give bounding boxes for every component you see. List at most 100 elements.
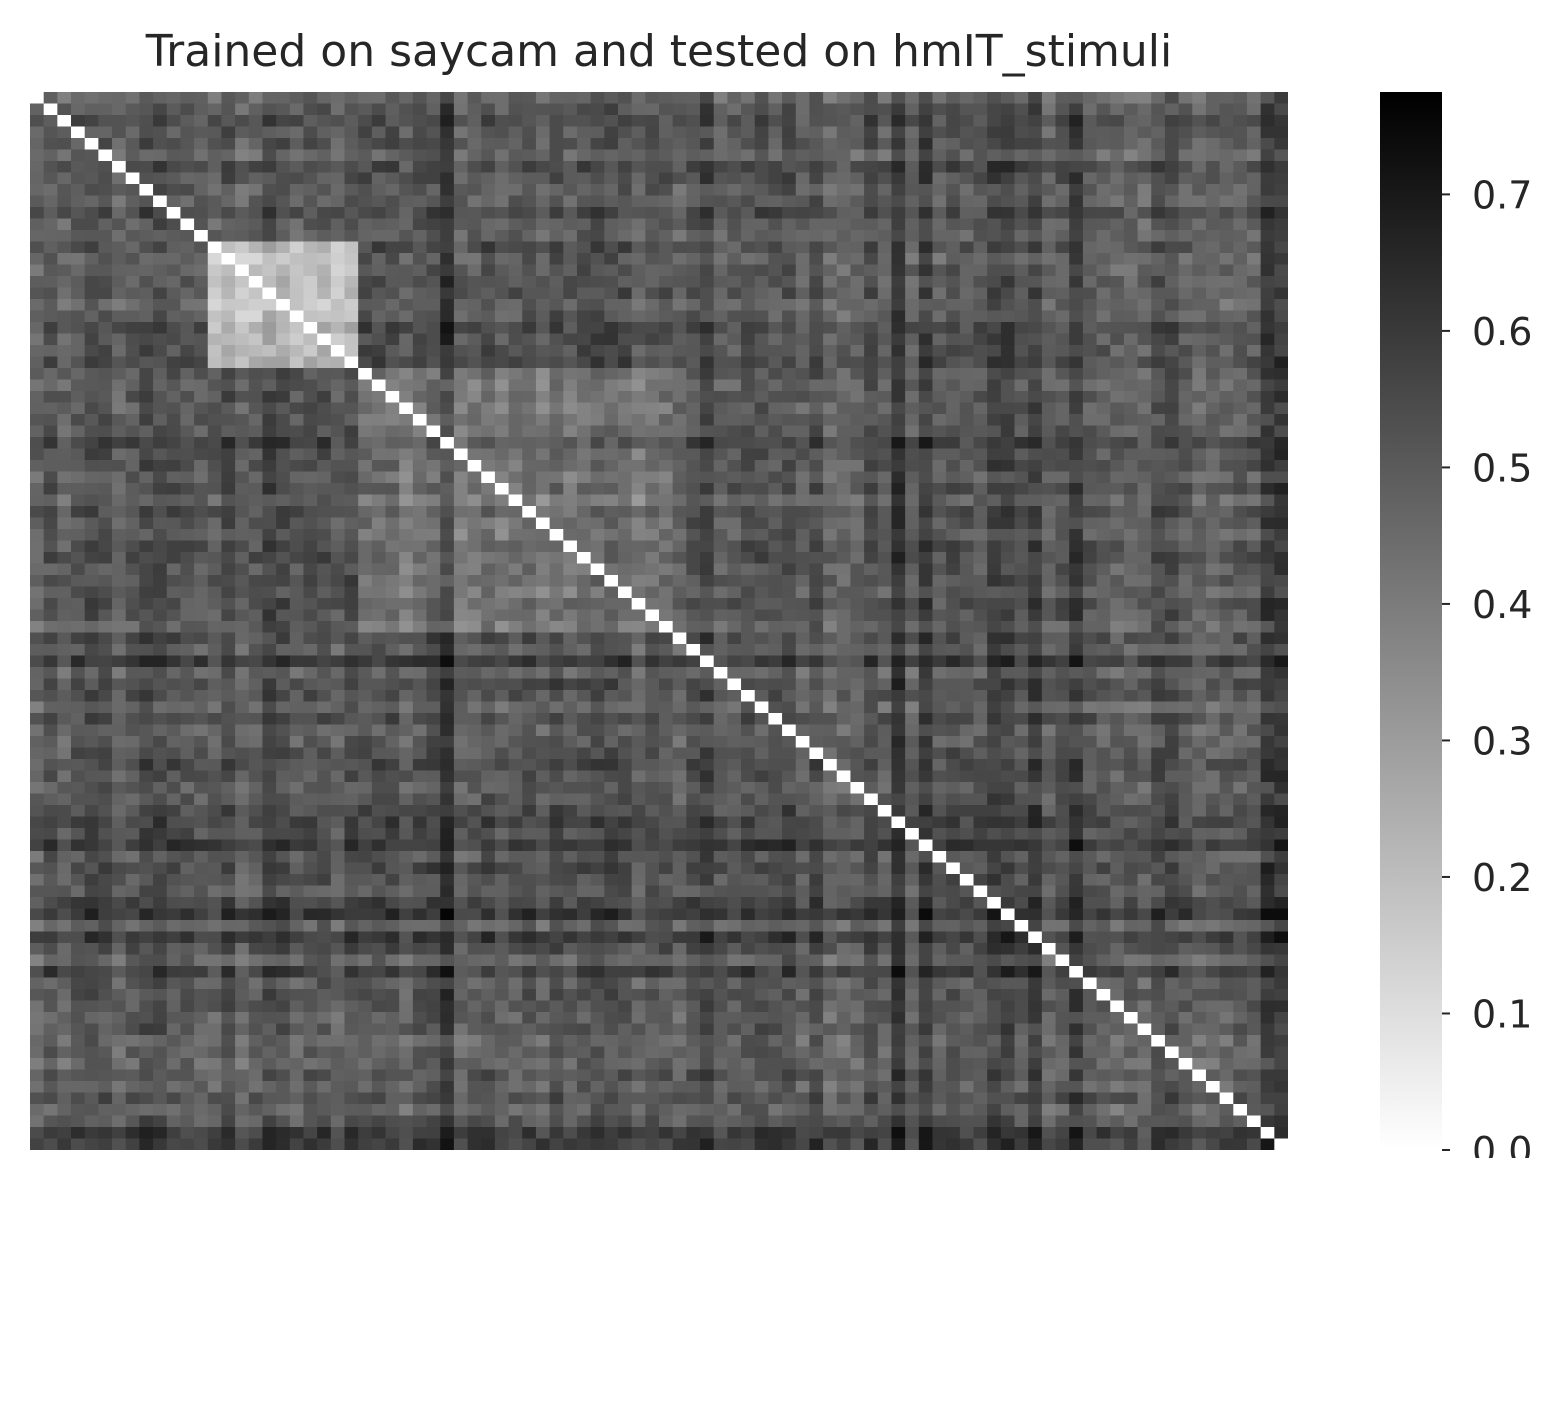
heatmap-cell [877, 149, 893, 162]
heatmap-cell [358, 494, 373, 507]
heatmap-cell [57, 471, 72, 484]
heatmap-cell [823, 149, 838, 162]
heatmap-cell [905, 598, 920, 611]
heatmap-cell [98, 678, 113, 691]
heatmap-cell [1178, 552, 1193, 565]
heatmap-cell [672, 655, 687, 668]
heatmap-cell [71, 103, 86, 116]
heatmap-cell [1178, 644, 1193, 657]
heatmap-cell [453, 529, 469, 542]
heatmap-cell [1233, 575, 1248, 588]
heatmap-cell [1028, 287, 1043, 300]
heatmap-cell [1178, 184, 1193, 197]
heatmap-cell [1041, 310, 1057, 323]
heatmap-cell [1096, 379, 1111, 392]
heatmap-cell [1151, 425, 1166, 438]
heatmap-cell [1014, 149, 1029, 162]
heatmap-cell [1274, 471, 1288, 484]
heatmap-cell [1041, 322, 1057, 335]
heatmap-cell [317, 115, 332, 128]
heatmap-cell [700, 678, 715, 691]
heatmap-cell [276, 218, 291, 231]
heatmap-cell [1014, 207, 1029, 220]
heatmap-cell [1260, 621, 1275, 634]
heatmap-cell [57, 379, 72, 392]
heatmap-cell [686, 701, 701, 714]
heatmap-cell [371, 609, 387, 622]
heatmap-cell [563, 218, 578, 231]
heatmap-cell [946, 690, 961, 703]
heatmap-cell [412, 690, 428, 703]
heatmap-cell [453, 149, 469, 162]
heatmap-cell [1151, 621, 1166, 634]
heatmap-cell [918, 391, 934, 404]
heatmap-cell [30, 149, 45, 162]
heatmap-cell [262, 230, 277, 243]
heatmap-cell [371, 529, 387, 542]
heatmap-cell [494, 667, 510, 680]
heatmap-cell [932, 345, 947, 358]
heatmap-cell [604, 391, 619, 404]
heatmap-cell [563, 299, 578, 312]
heatmap-cell [1137, 471, 1152, 484]
heatmap-cell [959, 402, 975, 415]
heatmap-cell [139, 621, 154, 634]
heatmap-cell [617, 414, 633, 427]
heatmap-cell [194, 241, 209, 254]
heatmap-cell [617, 103, 633, 116]
heatmap-cell [71, 598, 86, 611]
heatmap-cell [139, 690, 154, 703]
heatmap-cell [385, 529, 400, 542]
heatmap-cell [84, 552, 99, 565]
heatmap-cell [891, 506, 906, 519]
heatmap-cell [604, 126, 619, 139]
heatmap-cell [768, 195, 783, 208]
heatmap-cell [276, 655, 291, 668]
heatmap-cell [713, 138, 728, 151]
heatmap-cell [905, 333, 920, 346]
heatmap-cell [30, 322, 45, 335]
heatmap-cell [672, 437, 687, 450]
heatmap-cell [71, 701, 86, 714]
heatmap-cell [1014, 333, 1029, 346]
heatmap-cell [1205, 264, 1221, 277]
heatmap-cell [508, 391, 523, 404]
heatmap-cell [43, 391, 58, 404]
heatmap-cell [973, 368, 988, 381]
heatmap-cell [1164, 218, 1180, 231]
heatmap-cell [1123, 299, 1139, 312]
heatmap-cell [1028, 253, 1043, 266]
heatmap-cell [549, 621, 564, 634]
heatmap-cell [1151, 195, 1166, 208]
heatmap-cell [1055, 207, 1070, 220]
heatmap-cell [1246, 586, 1262, 599]
heatmap-cell [1069, 402, 1084, 415]
heatmap-cell [139, 103, 154, 116]
heatmap-cell [946, 391, 961, 404]
heatmap-cell [987, 241, 1002, 254]
heatmap-cell [727, 690, 742, 703]
heatmap-cell [358, 310, 373, 323]
heatmap-cell [1082, 92, 1098, 105]
heatmap-cell [344, 138, 359, 151]
heatmap-cell [713, 299, 728, 312]
heatmap-cell [1192, 460, 1207, 473]
heatmap-cell [987, 460, 1002, 473]
heatmap-cell [481, 368, 496, 381]
heatmap-cell [672, 333, 687, 346]
heatmap-cell [84, 713, 99, 726]
heatmap-cell [1082, 402, 1098, 415]
heatmap-cell [809, 126, 824, 139]
heatmap-cell [57, 345, 72, 358]
heatmap-cell [850, 598, 865, 611]
heatmap-cell [371, 126, 387, 139]
heatmap-cell [877, 667, 893, 680]
heatmap-cell [262, 253, 277, 266]
heatmap-cell [713, 345, 728, 358]
heatmap-cell [317, 586, 332, 599]
heatmap-cell [672, 667, 687, 680]
heatmap-cell [590, 563, 605, 576]
heatmap-cell [1233, 644, 1248, 657]
heatmap-cell [631, 310, 646, 323]
heatmap-cell [453, 402, 469, 415]
